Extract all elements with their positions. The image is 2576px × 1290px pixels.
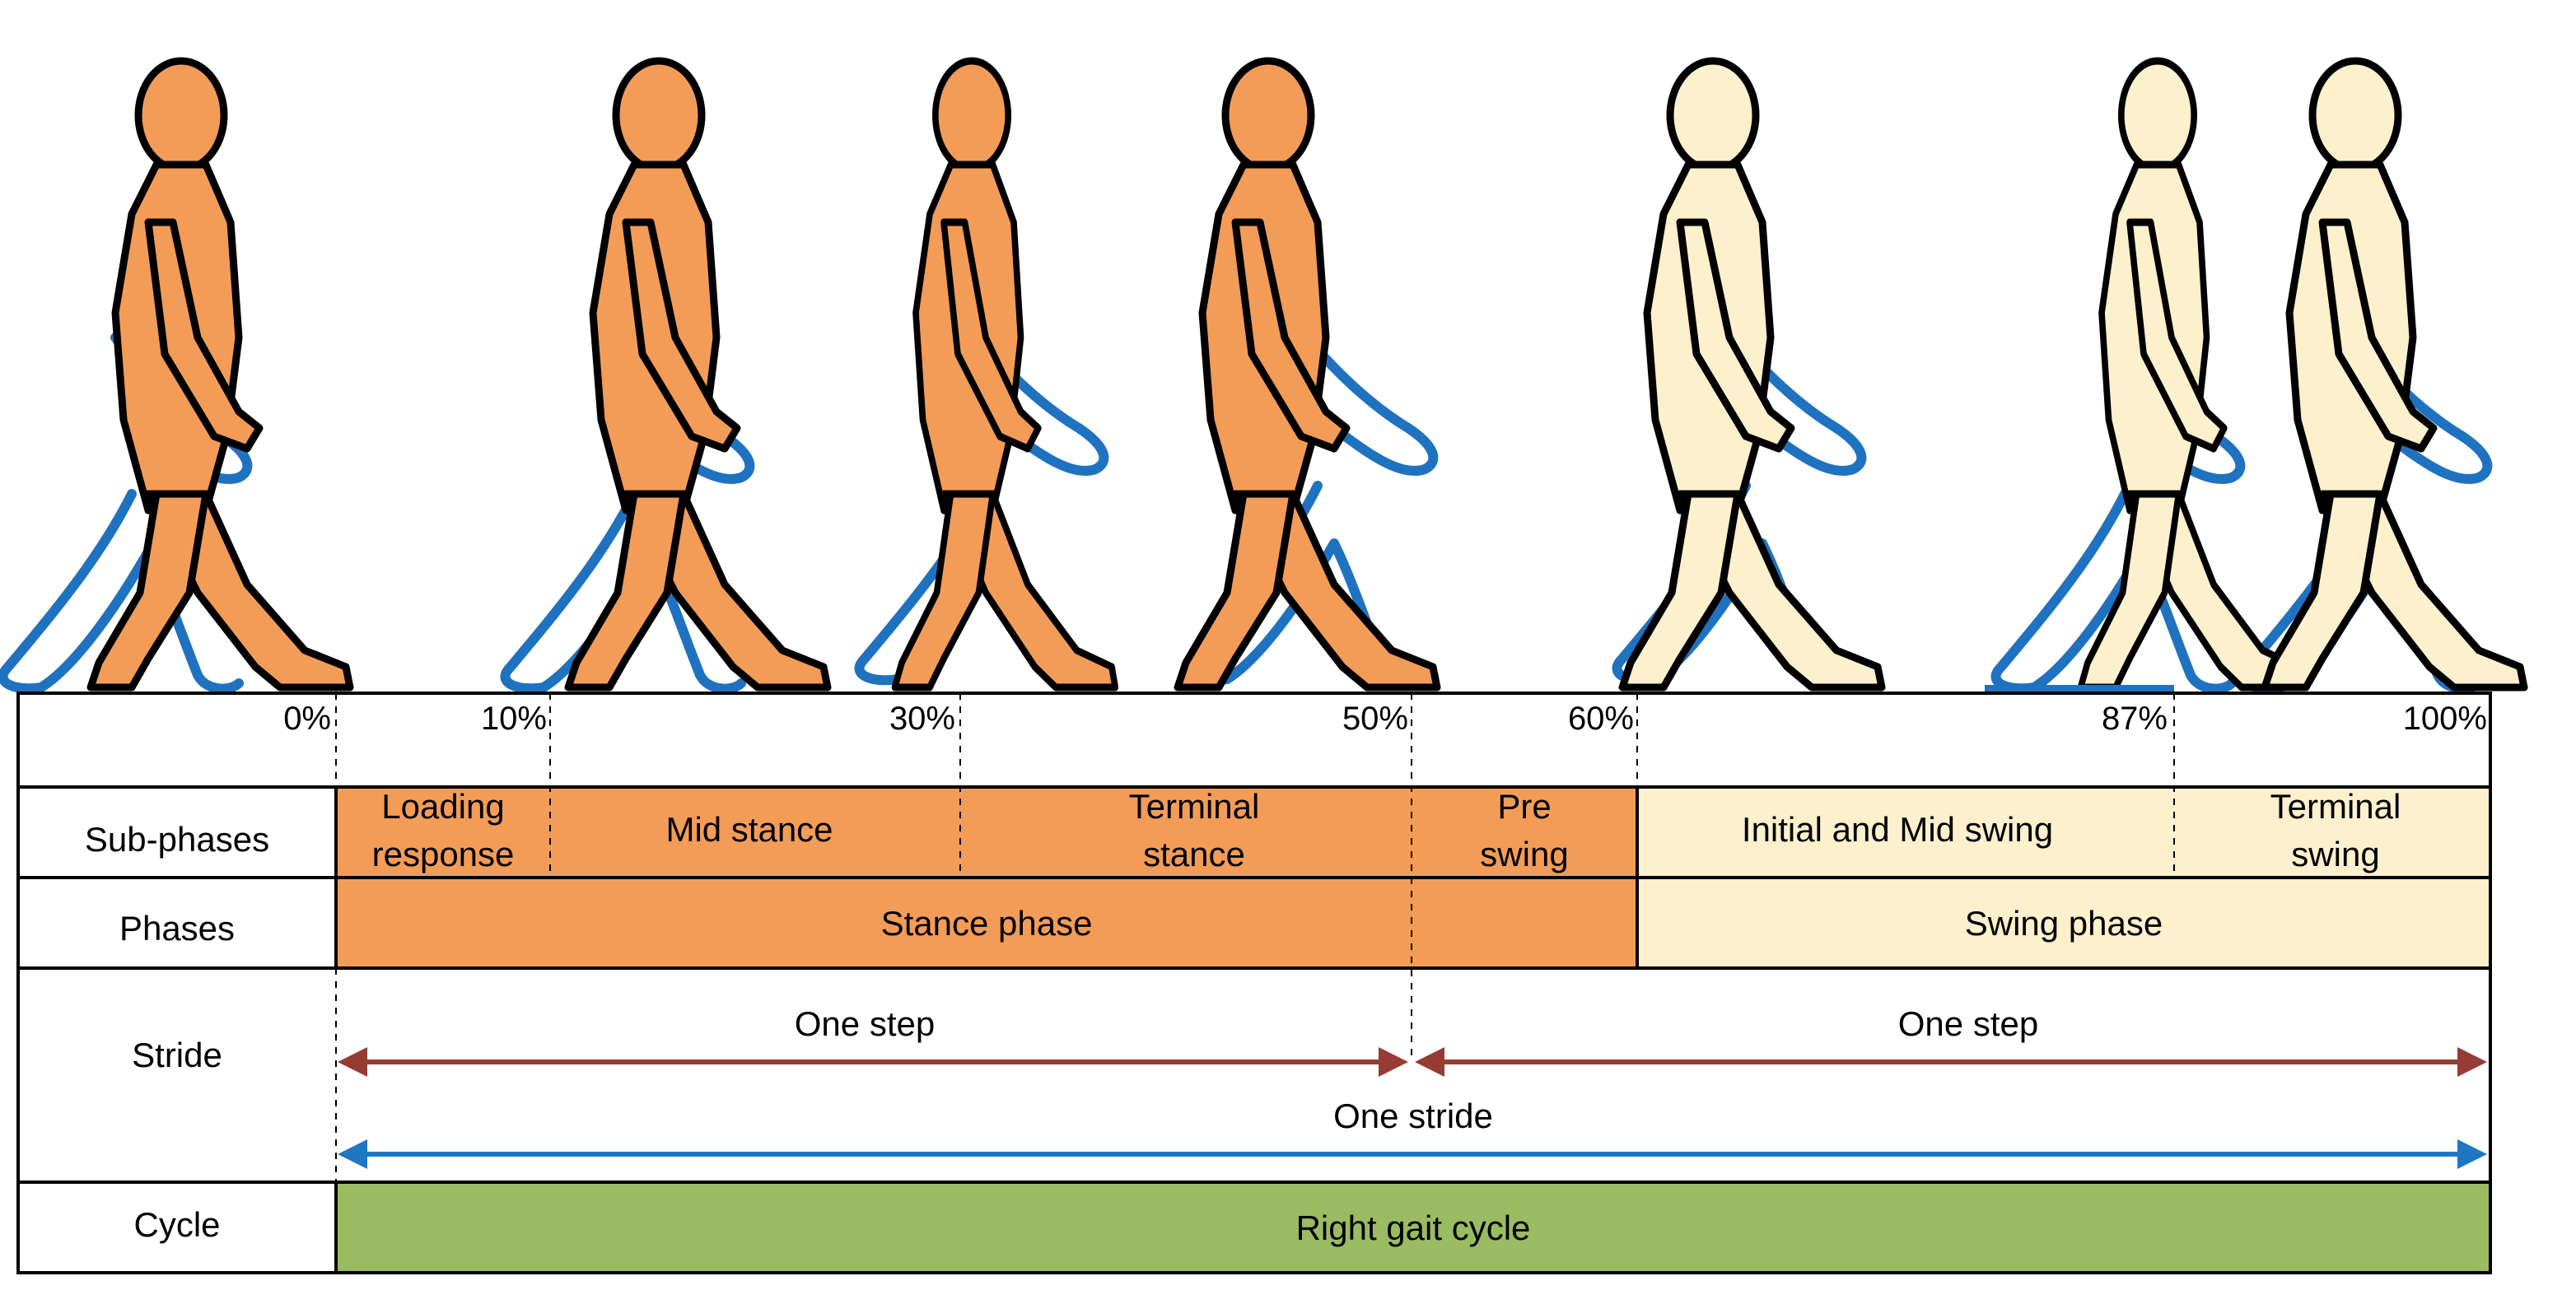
- subphase-terminal-swing-line2: swing: [2291, 835, 2379, 873]
- row-label-stride: Stride: [132, 1036, 222, 1074]
- subphase-stance-band: [336, 787, 1637, 878]
- one-stride-label: One stride: [1333, 1097, 1493, 1135]
- one-step-label-2: One step: [1898, 1004, 2038, 1043]
- pct-label-60: 60%: [1568, 701, 1634, 737]
- phase-stance-label: Stance phase: [881, 904, 1093, 943]
- pct-label-87: 87%: [2102, 701, 2168, 737]
- cycle-band: [336, 1182, 2490, 1273]
- pct-label-10: 10%: [481, 701, 547, 737]
- arrowhead: [1379, 1047, 1408, 1077]
- row-label-phases: Phases: [119, 909, 235, 948]
- subphase-pre-swing-line1: Pre: [1497, 787, 1551, 826]
- one-step-label-1: One step: [795, 1004, 935, 1043]
- subphase-terminal-stance-line2: stance: [1143, 835, 1245, 873]
- pct-label-0: 0%: [283, 701, 331, 737]
- subphase-terminal-stance-line1: Terminal: [1129, 787, 1260, 826]
- arrowhead: [1415, 1047, 1444, 1077]
- row-label-cycle: Cycle: [133, 1205, 220, 1244]
- arrowhead: [338, 1139, 367, 1169]
- subphase-initial-mid-swing: Initial and Mid swing: [1742, 810, 2053, 849]
- subphase-loading-response-line1: Loading: [381, 787, 504, 826]
- pct-label-30: 30%: [889, 701, 955, 737]
- pct-label-100: 100%: [2403, 701, 2487, 737]
- subphase-loading-response-line2: response: [372, 835, 515, 873]
- cycle-label: Right gait cycle: [1296, 1209, 1531, 1247]
- arrowhead: [2457, 1047, 2487, 1077]
- walking-figures: [0, 0, 2576, 700]
- phase-swing-label: Swing phase: [1965, 904, 2163, 943]
- arrowhead: [338, 1047, 367, 1077]
- subphase-swing-band: [1637, 787, 2490, 878]
- phase-swing-band: [1637, 878, 2490, 968]
- subphase-terminal-swing-line1: Terminal: [2270, 787, 2401, 826]
- phase-stance-band: [336, 878, 1637, 968]
- row-label-subphases: Sub-phases: [85, 820, 269, 859]
- subphase-pre-swing-line2: swing: [1480, 835, 1568, 873]
- table-border: [16, 692, 2492, 1274]
- subphase-mid-stance: Mid stance: [665, 810, 833, 849]
- pct-label-50: 50%: [1342, 701, 1408, 737]
- arrowhead: [2457, 1139, 2487, 1169]
